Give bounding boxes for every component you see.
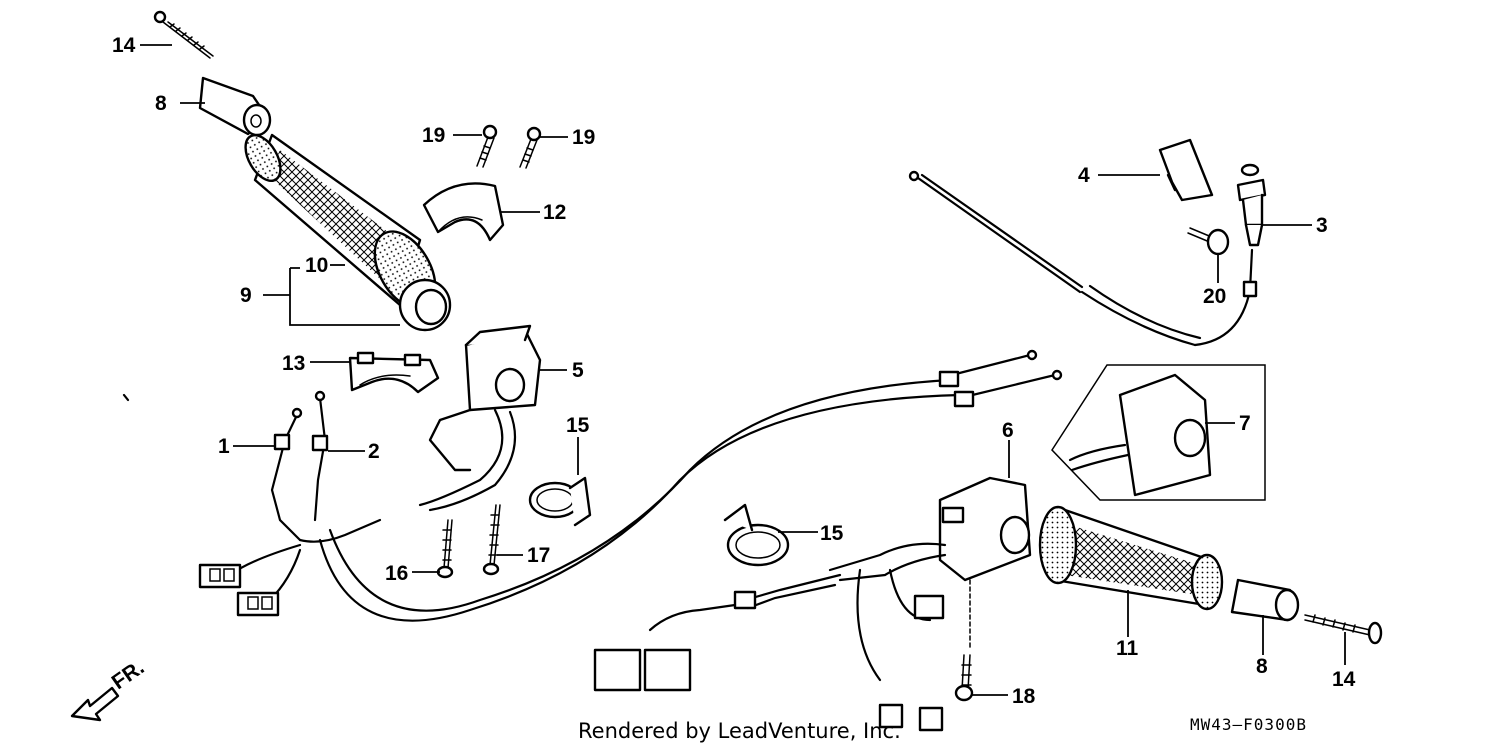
credit-text: Rendered by LeadVenture, Inc. — [578, 719, 901, 743]
switch-housing-5 — [418, 324, 542, 512]
callout-18: 18 — [1012, 685, 1036, 708]
callout-13: 13 — [282, 352, 305, 375]
front-arrow-icon — [70, 686, 120, 722]
screw-19-left — [476, 124, 498, 168]
callout-19-left: 19 — [422, 124, 445, 147]
left-grip-10 — [244, 133, 452, 332]
callout-17: 17 — [527, 544, 550, 567]
callout-8-bottom: 8 — [1256, 655, 1268, 678]
screw-19-right — [519, 126, 542, 169]
leader-lines — [140, 44, 1346, 696]
callout-10: 10 — [305, 254, 328, 277]
bolt-20 — [1187, 227, 1230, 256]
screw-14-top — [153, 10, 214, 59]
clamp-15-lower — [723, 503, 790, 567]
callout-11: 11 — [1116, 637, 1139, 660]
callout-7: 7 — [1239, 412, 1251, 435]
clamp-15-upper — [528, 476, 592, 527]
callout-3: 3 — [1316, 214, 1328, 237]
switch-housing-6 — [828, 476, 1032, 732]
switch-7-inset — [1051, 364, 1266, 501]
front-indicator-label: FR. — [108, 656, 149, 694]
cable-2 — [122, 390, 329, 522]
screw-18 — [954, 579, 974, 702]
holder-13 — [348, 351, 440, 394]
callout-6: 6 — [1002, 419, 1014, 442]
choke-cable-3 — [908, 163, 1267, 347]
grip-end-8-bottom — [1230, 578, 1300, 622]
callout-2: 2 — [368, 440, 380, 463]
screw-14-bottom — [1304, 614, 1383, 645]
cable-1 — [270, 407, 303, 542]
callout-4: 4 — [1078, 164, 1090, 187]
callout-9: 9 — [240, 284, 252, 307]
callout-5: 5 — [572, 359, 584, 382]
callout-16: 16 — [385, 562, 408, 585]
grip-end-8-top — [198, 76, 272, 137]
holder-12 — [422, 182, 505, 242]
left-harness — [198, 518, 382, 617]
callout-20: 20 — [1203, 285, 1226, 308]
right-harness — [593, 573, 842, 692]
callout-1: 1 — [218, 435, 230, 458]
right-grip-11 — [1038, 505, 1224, 611]
screw-17 — [482, 504, 501, 576]
bracket-4 — [1158, 138, 1214, 202]
throttle-cables — [318, 349, 1063, 622]
callout-12: 12 — [543, 201, 566, 224]
callout-14-bottom: 14 — [1332, 668, 1356, 691]
callout-19-right: 19 — [572, 126, 595, 149]
callout-15-top: 15 — [566, 414, 590, 437]
screw-16 — [436, 519, 454, 579]
callout-15-mid: 15 — [820, 522, 844, 545]
diagram-code: MW43—F0300B — [1190, 715, 1307, 734]
callout-8-top: 8 — [155, 92, 167, 115]
callout-14-top: 14 — [112, 34, 136, 57]
